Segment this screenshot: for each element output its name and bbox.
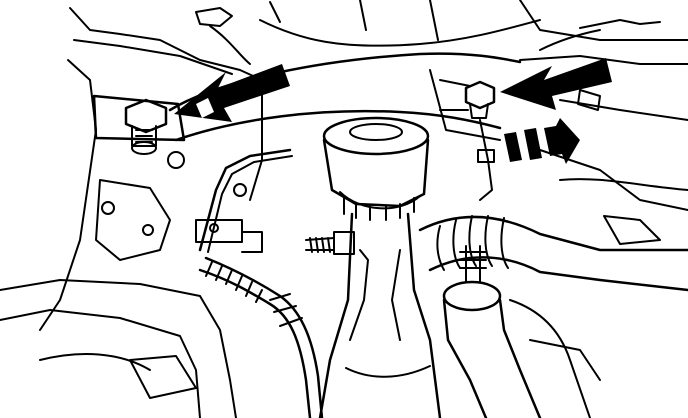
ball-joint <box>322 116 430 221</box>
knuckle-bolt <box>305 231 355 255</box>
left-nut <box>124 98 168 155</box>
brake-line <box>195 148 293 253</box>
sensor-wire <box>477 19 661 201</box>
tie-rod-boot <box>418 215 688 292</box>
right-pointer-arrow-icon <box>500 58 612 110</box>
direction-arrow-icon <box>504 118 580 164</box>
tie-rod-end <box>442 245 542 418</box>
steering-knuckle <box>318 212 442 418</box>
right-nut <box>429 69 501 141</box>
top-connector <box>195 7 251 65</box>
left-pointer-arrow-icon <box>174 64 290 122</box>
lower-arm <box>0 279 237 418</box>
right-body-panel <box>509 0 688 418</box>
brake-hose <box>198 256 324 418</box>
